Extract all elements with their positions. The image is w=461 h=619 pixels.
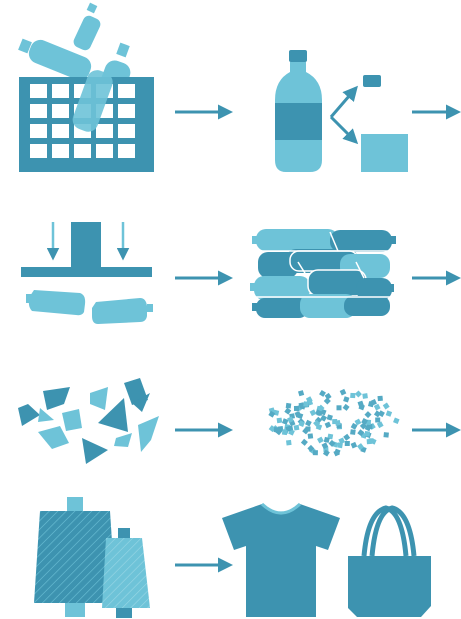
pellet <box>350 441 358 449</box>
pellet <box>303 401 309 407</box>
pellet <box>382 402 390 410</box>
pellet <box>350 422 358 430</box>
pellet <box>354 418 362 426</box>
pellet <box>362 393 368 399</box>
pellet <box>378 410 385 418</box>
pellet <box>338 437 346 445</box>
pellet <box>339 388 347 396</box>
baled-bottles-icon <box>250 229 396 318</box>
pellet <box>323 436 330 443</box>
pellet <box>281 418 289 425</box>
pellet <box>343 433 351 441</box>
press-flattening-bottles-icon <box>21 222 153 324</box>
pellet <box>357 400 364 407</box>
pellet <box>268 410 276 418</box>
pellet <box>370 398 377 406</box>
pellet <box>319 389 326 397</box>
pellet <box>284 407 292 415</box>
pellet <box>364 431 371 437</box>
pellet <box>320 414 328 422</box>
pellet <box>285 402 292 409</box>
pellet <box>354 390 362 398</box>
pellet <box>324 421 332 429</box>
pellet <box>322 449 330 457</box>
pellet <box>302 427 310 435</box>
yarn-spools-icon <box>34 497 150 618</box>
pellet <box>350 392 356 399</box>
pellet <box>293 424 300 431</box>
pellet <box>343 396 350 403</box>
pellet <box>317 436 324 444</box>
pellet <box>309 409 317 417</box>
pellet <box>373 410 381 418</box>
pellet <box>307 433 314 439</box>
recycling-crate-with-bottles-icon <box>18 2 154 172</box>
bottle-separation-icon <box>275 50 408 172</box>
pellet <box>293 405 300 411</box>
pellet <box>342 403 350 411</box>
pellet <box>383 432 389 438</box>
pellet <box>286 439 292 446</box>
pellet <box>296 412 304 420</box>
pellet <box>366 423 372 429</box>
pellet <box>350 429 356 435</box>
pellet <box>307 444 315 452</box>
pellet <box>375 417 381 423</box>
pellet <box>344 440 350 447</box>
pellet <box>298 402 305 409</box>
pellet <box>357 429 365 437</box>
pellet <box>336 405 342 411</box>
pellet <box>393 417 400 425</box>
pellet <box>377 395 383 402</box>
pellet <box>300 438 308 446</box>
pellet <box>273 427 280 433</box>
pellet <box>287 416 294 424</box>
pellet <box>385 410 393 417</box>
pellet <box>376 421 384 429</box>
pellet <box>364 411 372 419</box>
pellet <box>323 397 331 405</box>
pellet <box>333 449 341 457</box>
tshirt-and-tote-bag-icon <box>222 502 431 617</box>
pellet <box>373 403 381 411</box>
pellet <box>305 419 312 427</box>
pellet <box>276 417 283 424</box>
pellet <box>312 450 318 456</box>
pellet <box>324 392 332 400</box>
pellet <box>359 422 367 430</box>
plastic-pellets-icon <box>268 388 400 457</box>
plastic-flakes-icon <box>18 378 159 464</box>
pellet <box>328 439 336 447</box>
pellet <box>321 442 329 450</box>
pellet <box>334 419 341 426</box>
pellet <box>326 414 333 421</box>
pellet <box>277 426 284 432</box>
pellet <box>298 420 305 427</box>
pellet <box>281 429 288 436</box>
pellet <box>315 423 323 431</box>
pellet <box>314 409 322 417</box>
pellet <box>366 438 372 445</box>
pellet <box>337 442 343 449</box>
pellet <box>356 443 365 451</box>
pellet <box>298 390 305 397</box>
